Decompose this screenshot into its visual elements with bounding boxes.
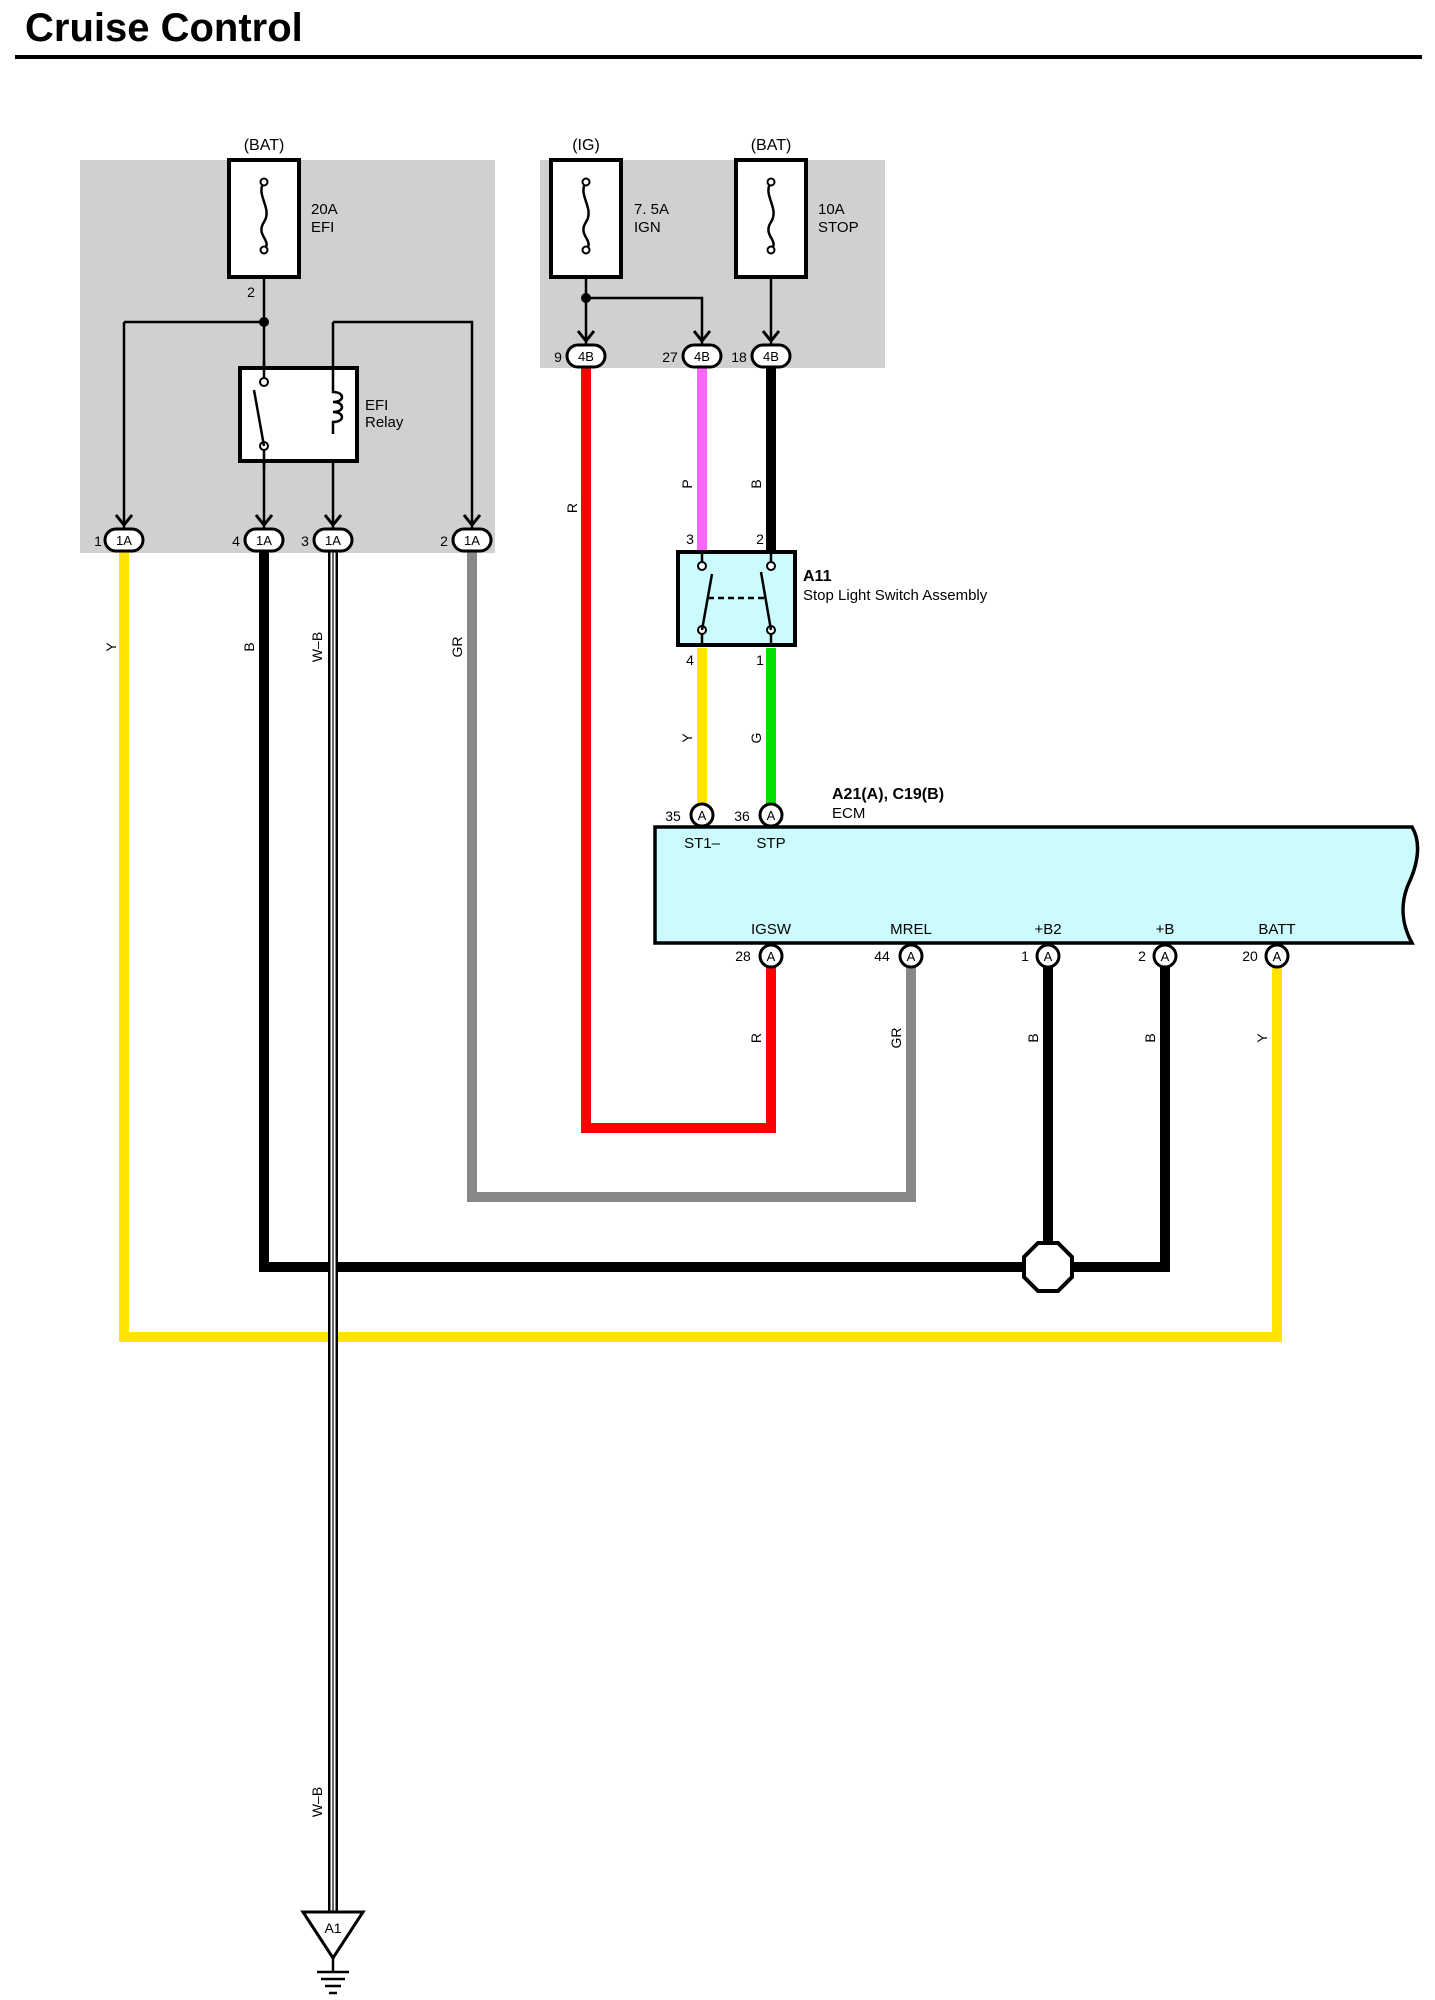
pin-1A-4: 4 — [232, 533, 240, 549]
ecm-pin-1: 1 — [1021, 948, 1029, 964]
ecm-label-mrel: MREL — [890, 921, 932, 938]
switch-code: A11 — [803, 568, 832, 585]
svg-text:A: A — [1161, 949, 1170, 964]
connector-4B-group: 4B 4B 4B — [565, 329, 792, 369]
svg-text:A: A — [767, 808, 776, 823]
efi-fuse-supply: (BAT) — [244, 137, 285, 154]
wire-label-y-left: Y — [103, 642, 119, 652]
wire-label-b-b: B — [1142, 1033, 1158, 1042]
svg-text:A: A — [698, 808, 707, 823]
stop-fuse — [734, 158, 808, 279]
title-rule — [15, 55, 1422, 59]
switch-pin-4: 4 — [686, 652, 694, 668]
wire-label-gr-mrel: GR — [888, 1028, 904, 1049]
stop-light-switch — [676, 550, 797, 647]
ign-splice-dot — [581, 293, 591, 303]
ecm-label-b: +B — [1156, 921, 1175, 938]
svg-text:4B: 4B — [763, 349, 779, 364]
svg-text:1A: 1A — [256, 533, 272, 548]
ecm-pin-35: 35 — [665, 808, 681, 824]
ecm-top-connectors: A A — [689, 802, 784, 828]
efi-fuse-name: EFI — [311, 219, 334, 236]
efi-splice-dot — [259, 317, 269, 327]
splice-junction — [1022, 1241, 1074, 1293]
switch-pin-1: 1 — [756, 652, 764, 668]
efi-relay — [238, 361, 359, 470]
pin-1A-1: 1 — [94, 533, 102, 549]
stop-fuse-rating: 10A — [818, 201, 845, 218]
efi-fuse-pin: 2 — [247, 284, 255, 300]
wire-label-b-left: B — [241, 642, 257, 651]
pin-4B-27: 27 — [662, 349, 678, 365]
wire-red-igsw — [581, 366, 776, 1133]
ecm-bottom-connectors: A A A A A — [758, 943, 1290, 969]
wire-label-gr-left: GR — [449, 637, 465, 658]
svg-text:A: A — [1044, 949, 1053, 964]
ign-fuse-name: IGN — [634, 219, 661, 236]
wire-label-r-igsw: R — [748, 1033, 764, 1043]
wire-black-ground-bus — [259, 550, 1170, 1272]
wire-label-r-ign: R — [564, 503, 580, 513]
ecm-label-igsw: IGSW — [751, 921, 792, 938]
stop-fuse-name: STOP — [818, 219, 859, 236]
switch-pin-3: 3 — [686, 531, 694, 547]
pin-1A-2: 2 — [440, 533, 448, 549]
ecm-pin-44: 44 — [874, 948, 890, 964]
svg-text:4B: 4B — [578, 349, 594, 364]
wire-label-p-stop: P — [679, 479, 695, 488]
ecm-label-stp: STP — [756, 835, 785, 852]
svg-text:A1: A1 — [324, 1920, 341, 1936]
ecm-pin-36: 36 — [734, 808, 750, 824]
ecm-pin-28: 28 — [735, 948, 751, 964]
svg-text:1A: 1A — [116, 533, 132, 548]
ign-fuse-rating: 7. 5A — [634, 201, 669, 218]
svg-text:1A: 1A — [464, 533, 480, 548]
ign-fuse — [549, 158, 623, 279]
switch-pin-2: 2 — [756, 531, 764, 547]
pin-4B-9: 9 — [554, 349, 562, 365]
svg-text:1A: 1A — [325, 533, 341, 548]
efi-relay-label-2: Relay — [365, 414, 404, 431]
svg-text:A: A — [767, 949, 776, 964]
ecm-pin-20: 20 — [1242, 948, 1258, 964]
page-title: Cruise Control — [25, 6, 303, 50]
efi-fuse — [227, 158, 301, 279]
svg-text:A: A — [1273, 949, 1282, 964]
ecm-body — [653, 825, 1420, 945]
efi-relay-label-1: EFI — [365, 397, 388, 414]
pin-4B-18: 18 — [731, 349, 747, 365]
ecm-label-batt: BATT — [1258, 921, 1295, 938]
connector-1A-group: 1A 1A 1A 1A — [103, 513, 493, 553]
ecm-label-st1: ST1– — [684, 835, 721, 852]
wire-label-y-batt: Y — [1254, 1033, 1270, 1043]
wire-yellow-batt — [119, 550, 1282, 1342]
ground-a1: A1 — [300, 1910, 366, 1995]
pin-1A-3: 3 — [301, 533, 309, 549]
stop-fuse-supply: (BAT) — [751, 137, 792, 154]
svg-text:4B: 4B — [694, 349, 710, 364]
wire-label-g-stp: G — [748, 733, 764, 744]
efi-fuse-rating: 20A — [311, 201, 338, 218]
wire-label-wb-top: W–B — [309, 632, 325, 662]
ecm-code: A21(A), C19(B) — [832, 786, 944, 803]
ecm-name: ECM — [832, 805, 865, 822]
ecm-label-b2: +B2 — [1034, 921, 1061, 938]
wire-label-b-b2: B — [1025, 1033, 1041, 1042]
switch-name: Stop Light Switch Assembly — [803, 587, 988, 604]
wire-color-labels: Y B W–B GR R P B Y G R GR B B Y W–B — [103, 479, 1270, 1817]
ign-fuse-supply: (IG) — [572, 137, 600, 154]
wire-gray-mrel — [467, 550, 916, 1202]
wire-label-y-st1: Y — [679, 733, 695, 743]
wire-label-b-stop: B — [748, 479, 764, 488]
svg-text:A: A — [907, 949, 916, 964]
wires — [119, 366, 1282, 1912]
ign-block-internal-wiring — [584, 277, 773, 348]
ecm-pin-2: 2 — [1138, 948, 1146, 964]
wire-label-wb-bottom: W–B — [309, 1787, 325, 1817]
